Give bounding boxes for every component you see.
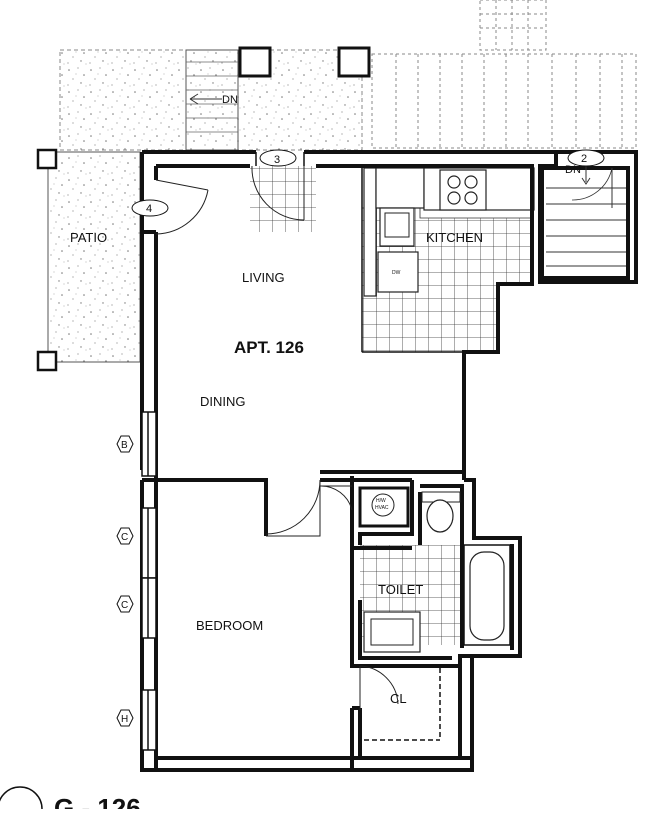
closet-label: CL — [390, 691, 407, 706]
door-number-4: 4 — [146, 203, 152, 215]
dishwasher-label: DW — [392, 270, 401, 276]
window-tag-h — [116, 709, 134, 727]
patio — [36, 148, 141, 372]
adjacent-unit-dashed — [371, 0, 637, 149]
dining-label: DINING — [200, 394, 246, 409]
hvac-label-1: H/W — [376, 498, 386, 504]
window-tag-c-1 — [116, 527, 134, 545]
door-number-2: 2 — [581, 153, 587, 165]
bedroom-label: BEDROOM — [196, 618, 263, 633]
bathtub-icon — [463, 544, 511, 646]
door-tag-3 — [259, 149, 297, 167]
door-number-3: 3 — [274, 154, 280, 166]
title-mark — [0, 786, 43, 814]
apartment-label: APT. 126 — [234, 338, 304, 357]
right-stair-dn-label: DN — [565, 164, 581, 176]
unit-title: G - 126 — [54, 793, 141, 809]
dishwasher-icon — [377, 251, 419, 293]
hvac-closet — [358, 486, 410, 528]
door-tag-4 — [131, 199, 169, 217]
stove-icon — [439, 169, 487, 211]
vanity-icon — [363, 611, 421, 653]
entry-tile — [250, 166, 316, 232]
hvac-label-2: HVAC — [375, 505, 389, 511]
window-tag-b — [116, 435, 134, 453]
door-tag-2 — [567, 149, 605, 167]
living-label: LIVING — [242, 270, 285, 285]
window-tag-c-2 — [116, 595, 134, 613]
upper-stair-dn-label: DN — [222, 94, 238, 106]
window-type-b: B — [121, 440, 128, 451]
thin-walls — [255, 152, 464, 741]
toilet-label: TOILET — [378, 582, 423, 597]
oven-icon — [379, 207, 415, 247]
patio-label: PATIO — [70, 230, 107, 245]
window-type-c-2: C — [121, 600, 128, 611]
kitchen-label: KITCHEN — [426, 230, 483, 245]
right-stair — [540, 166, 630, 280]
window-type-h: H — [121, 714, 128, 725]
upper-terrace — [59, 46, 371, 151]
doors — [155, 165, 399, 710]
window-type-c-1: C — [121, 532, 128, 543]
windows — [141, 411, 157, 751]
toilet-icon — [421, 491, 461, 533]
